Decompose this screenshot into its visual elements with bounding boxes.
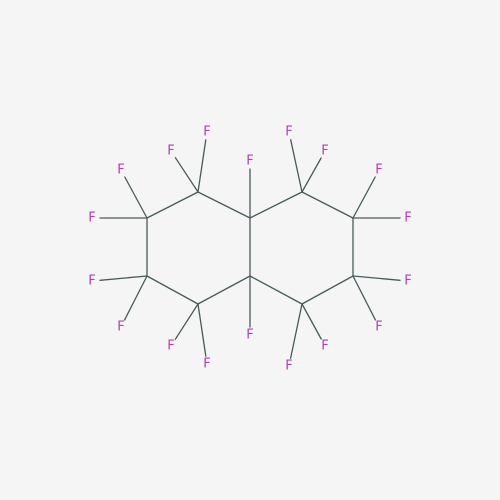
- bond-c5-f5b: [174, 303, 199, 340]
- bond-c7-c8: [146, 191, 199, 219]
- bond-layer: [99, 139, 401, 359]
- atom-label-f2b: F: [404, 211, 411, 226]
- bond-c2-f2a: [352, 176, 376, 219]
- bond-c4a-c5: [197, 275, 251, 305]
- bond-c7-f7b: [124, 176, 148, 219]
- atom-label-f7a: F: [88, 211, 95, 226]
- atom-label-f7b: F: [117, 163, 124, 178]
- bond-c1-f1b: [301, 157, 322, 193]
- atom-label-f3b: F: [375, 320, 382, 335]
- atom-label-f6b: F: [88, 274, 95, 289]
- bond-c5-f5a: [197, 303, 207, 357]
- bond-c4-c4a: [249, 275, 303, 305]
- bond-c3-c4: [301, 275, 354, 305]
- atom-label-f8b: F: [203, 125, 210, 140]
- bond-c6-f6b: [99, 275, 148, 281]
- bond-c6-f6a: [123, 275, 148, 321]
- bond-c3-f3a: [352, 275, 401, 281]
- atom-label-f5b: F: [167, 339, 174, 354]
- bond-c5-c6: [146, 275, 199, 305]
- bond-c8-c8a: [197, 191, 251, 219]
- bond-c4-f4a: [301, 303, 322, 340]
- atom-label-f8a1: F: [246, 154, 253, 169]
- bond-c4-f4b: [289, 303, 303, 359]
- atom-label-f1a: F: [285, 125, 292, 140]
- atom-label-f1b: F: [321, 144, 328, 159]
- atom-label-f8a: F: [167, 144, 174, 159]
- atom-label-f4a: F: [321, 339, 328, 354]
- atom-label-f3a: F: [404, 274, 411, 289]
- atom-label-f5a: F: [203, 357, 210, 372]
- atom-label-f6a: F: [117, 320, 124, 335]
- atom-label-f4b: F: [285, 359, 292, 374]
- atom-label-layer: F F F F F F F F F F F F F F F F F F: [88, 125, 411, 374]
- bond-c8a-c1: [249, 191, 303, 219]
- bond-c3-f3b: [352, 275, 377, 321]
- bond-c8-f8b: [197, 139, 207, 193]
- bond-c8-f8a: [174, 157, 199, 193]
- bond-c1-f1a: [290, 139, 303, 193]
- atom-label-f4a1: F: [246, 328, 253, 343]
- atom-label-f2a: F: [375, 163, 382, 178]
- bond-c1-c2: [301, 191, 354, 219]
